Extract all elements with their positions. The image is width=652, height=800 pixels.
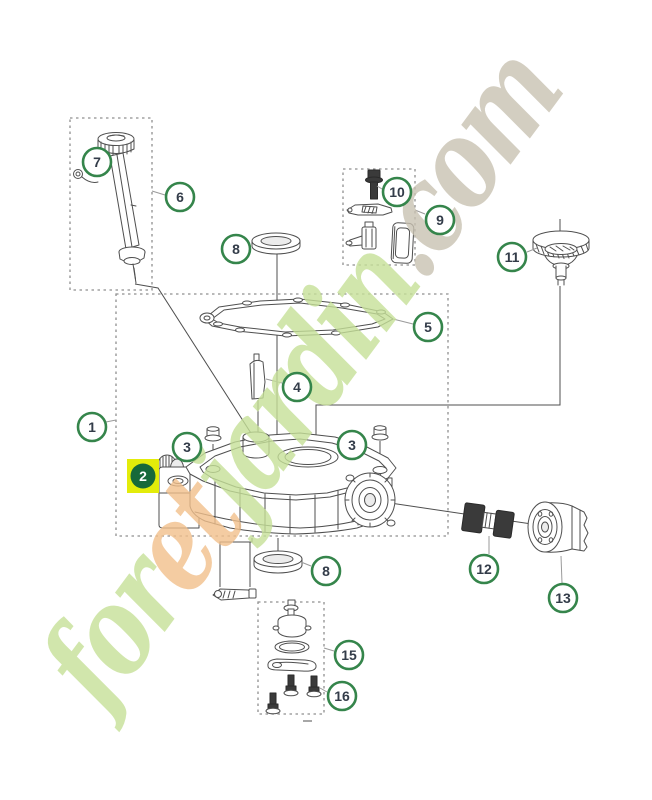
callout-2-highlighted[interactable]: 2 xyxy=(127,459,159,493)
callout-8-top[interactable]: 8 xyxy=(220,233,252,265)
callout-1[interactable]: 1 xyxy=(76,411,108,443)
crankcase-part xyxy=(158,431,397,535)
callout-8-bottom[interactable]: 8 xyxy=(310,555,342,587)
callout-3-right[interactable]: 3 xyxy=(336,429,368,461)
svg-text:10: 10 xyxy=(389,184,405,200)
governor-gear-part xyxy=(532,230,590,286)
callout-3-left[interactable]: 3 xyxy=(171,431,203,463)
oil-seal-bottom-part xyxy=(253,550,303,574)
oil-seal-top-part xyxy=(251,232,301,255)
pump-bolts-part xyxy=(265,674,322,715)
callout-5[interactable]: 5 xyxy=(412,311,444,343)
governor-bolt-part xyxy=(365,169,383,200)
group-boxes xyxy=(69,117,449,715)
stop-bracket-part xyxy=(212,588,257,601)
breather-tube-part xyxy=(249,353,266,400)
governor-gasket-part xyxy=(390,222,415,264)
parts-art xyxy=(73,132,590,715)
dipstick-part xyxy=(73,132,146,284)
callout-10[interactable]: 10 xyxy=(381,176,413,208)
svg-text:15: 15 xyxy=(341,647,357,663)
svg-text:3: 3 xyxy=(348,437,356,453)
oil-pump-part xyxy=(267,599,317,672)
svg-text:1: 1 xyxy=(88,419,96,435)
svg-text:16: 16 xyxy=(334,688,350,704)
svg-text:8: 8 xyxy=(232,241,240,257)
svg-text:12: 12 xyxy=(476,561,492,577)
dipstick-clip xyxy=(73,169,83,179)
oil-filter-part xyxy=(527,501,589,553)
svg-text:9: 9 xyxy=(436,212,444,228)
svg-text:3: 3 xyxy=(183,439,191,455)
svg-text:8: 8 xyxy=(322,563,330,579)
group-box-crankcase xyxy=(115,293,449,537)
callouts-layer: 1 2 3 3 4 5 6 7 xyxy=(76,146,579,712)
governor-bracket-part xyxy=(345,221,377,250)
callout-6[interactable]: 6 xyxy=(164,181,196,213)
callout-7[interactable]: 7 xyxy=(81,146,113,178)
group-box-oil-pump xyxy=(257,601,325,715)
callout-15[interactable]: 15 xyxy=(333,639,365,671)
callout-11[interactable]: 11 xyxy=(496,241,528,273)
callout-9[interactable]: 9 xyxy=(424,204,456,236)
svg-text:4: 4 xyxy=(293,379,301,395)
group-box-governor xyxy=(342,168,416,266)
group-box-dipstick xyxy=(69,117,153,291)
svg-text:11: 11 xyxy=(505,249,520,265)
flange-bolt-right-part xyxy=(371,425,389,441)
callout-13[interactable]: 13 xyxy=(547,582,579,614)
svg-text:6: 6 xyxy=(176,189,184,205)
callout-12[interactable]: 12 xyxy=(468,553,500,585)
flange-bolt-left-part xyxy=(204,426,222,442)
filter-adapter-part xyxy=(461,502,515,539)
svg-text:5: 5 xyxy=(424,319,432,335)
svg-text:2: 2 xyxy=(139,468,147,484)
callout-4[interactable]: 4 xyxy=(281,371,313,403)
svg-text:7: 7 xyxy=(93,154,101,170)
callout-16[interactable]: 16 xyxy=(326,680,358,712)
callout-connectors xyxy=(105,185,563,693)
governor-plate-part xyxy=(346,203,393,216)
svg-text:13: 13 xyxy=(555,590,571,606)
